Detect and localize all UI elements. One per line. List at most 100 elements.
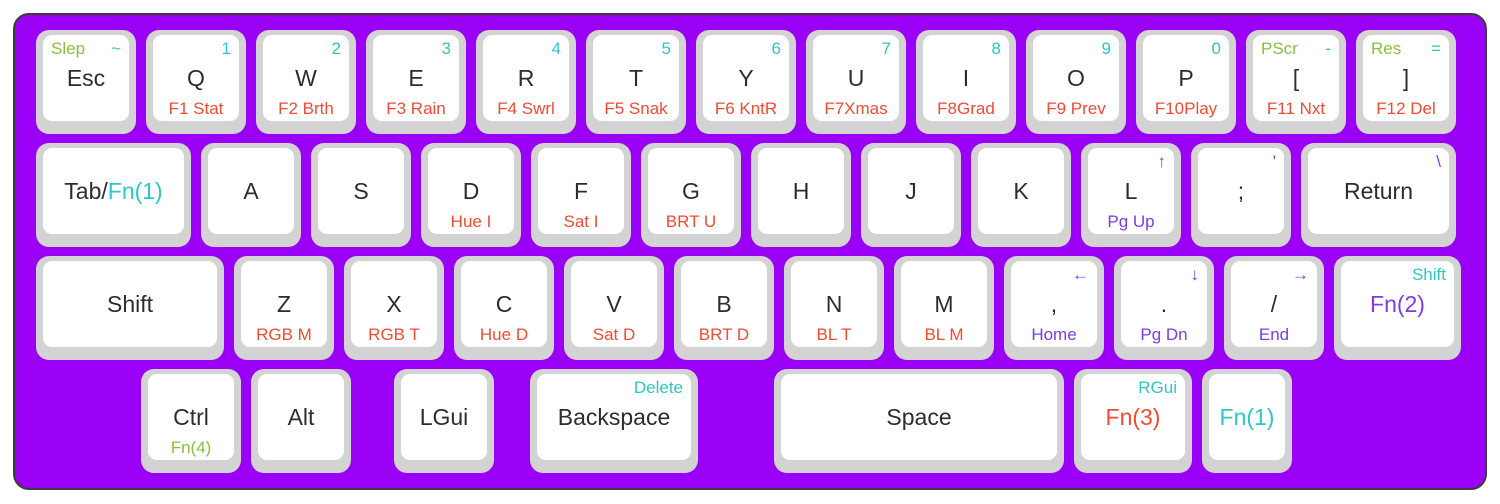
key-u-fn-legend: F7Xmas <box>824 99 888 118</box>
key-period[interactable]: ↓.Pg Dn <box>1114 256 1214 360</box>
key-m-fn-legend: BL M <box>924 325 964 344</box>
key-tab[interactable]: Tab/Fn(1) <box>36 143 191 247</box>
key-backspace-delete-legend: Delete <box>633 378 683 397</box>
key-left-bracket[interactable]: PScr-[F11 Nxt <box>1246 30 1346 134</box>
key-comma-arrow-left-icon: ← <box>1072 265 1089 284</box>
key-d-main-legend: D <box>462 178 480 204</box>
key-x[interactable]: X RGB T <box>344 256 444 360</box>
key-fn2-shift-legend: Shift <box>1411 265 1446 284</box>
key-o-main-legend: O <box>1067 65 1085 91</box>
key-l-arrow-up-icon: ↑ <box>1157 152 1167 171</box>
key-w-fn-legend: F2 Brth <box>278 99 334 118</box>
key-v-fn-legend: Sat D <box>592 325 636 344</box>
key-c-main-legend: C <box>495 291 513 317</box>
key-semicolon[interactable]: '; <box>1191 143 1291 247</box>
key-s[interactable]: S <box>311 143 411 247</box>
key-ctrl-main-legend: Ctrl <box>173 404 209 430</box>
key-t-fn-legend: F5 Snak <box>604 99 668 118</box>
key-slash[interactable]: →/End <box>1224 256 1324 360</box>
key-tab-main-legend: Tab/ <box>64 178 108 204</box>
key-esc[interactable]: Slep~Esc <box>36 30 136 134</box>
key-slash-main-legend: / <box>1270 291 1278 317</box>
key-esc-main-legend: Esc <box>66 65 106 91</box>
key-slash-nav-legend: End <box>1258 325 1290 344</box>
key-right-bracket-fn-legend: F12 Del <box>1376 99 1436 118</box>
key-period-nav-legend: Pg Dn <box>1140 325 1188 344</box>
key-m-main-legend: M <box>934 291 954 317</box>
key-d[interactable]: D Hue I <box>421 143 521 247</box>
key-j[interactable]: J <box>861 143 961 247</box>
key-n-fn-legend: BL T <box>816 325 852 344</box>
key-x-fn-legend: RGB T <box>368 325 420 344</box>
key-comma-nav-legend: Home <box>1031 325 1077 344</box>
key-y-main-legend: Y <box>738 65 754 91</box>
key-alt[interactable]: Alt <box>251 369 351 473</box>
key-i-main-legend: I <box>962 65 970 91</box>
key-l-nav-legend: Pg Up <box>1107 212 1155 231</box>
key-right-bracket[interactable]: Res=]F12 Del <box>1356 30 1456 134</box>
key-return[interactable]: \Return <box>1301 143 1456 247</box>
key-fn1[interactable]: Fn(1) <box>1202 369 1292 473</box>
key-r-main-legend: R <box>517 65 535 91</box>
key-m[interactable]: M BL M <box>894 256 994 360</box>
key-d-fn-legend: Hue I <box>450 212 492 231</box>
key-a[interactable]: A <box>201 143 301 247</box>
key-a-main-legend: A <box>243 178 259 204</box>
key-left-shift-main-legend: Shift <box>106 291 154 317</box>
key-semicolon-quote-legend: ' <box>1272 152 1276 171</box>
key-x-main-legend: X <box>386 291 402 317</box>
key-f-main-legend: F <box>573 178 589 204</box>
key-left-bracket-pscr-legend: PScr <box>1261 39 1298 58</box>
key-p-number-legend: 0 <box>1211 39 1221 58</box>
key-r-number-legend: 4 <box>551 39 561 58</box>
key-fn2-main-legend: Fn(2) <box>1370 291 1425 317</box>
key-j-main-legend: J <box>905 178 917 204</box>
key-tab-fn1-legend: Fn(1) <box>107 178 163 204</box>
key-l[interactable]: ↑ L Pg Up <box>1081 143 1181 247</box>
key-fn3-rgui-legend: RGui <box>1138 378 1177 397</box>
key-q-fn-legend: F1 Stat <box>168 99 224 118</box>
key-left-shift[interactable]: Shift <box>36 256 224 360</box>
key-fn3-main-legend: Fn(3) <box>1105 404 1161 430</box>
spacer <box>499 369 525 473</box>
key-e-main-legend: E <box>408 65 424 91</box>
key-comma[interactable]: ←, Home <box>1004 256 1104 360</box>
key-comma-main-legend: , <box>1050 291 1058 317</box>
key-k[interactable]: K <box>971 143 1071 247</box>
key-lgui[interactable]: LGui <box>394 369 494 473</box>
key-g-fn-legend: BRT U <box>665 212 717 231</box>
key-right-bracket-main-legend: ] <box>1402 65 1410 91</box>
key-return-backslash-legend: \ <box>1436 152 1441 171</box>
key-s-main-legend: S <box>353 178 369 204</box>
key-u-main-legend: U <box>847 65 865 91</box>
key-h[interactable]: H <box>751 143 851 247</box>
key-t-main-legend: T <box>628 65 644 91</box>
key-space-main-legend: Space <box>886 404 952 430</box>
key-y-fn-legend: F6 KntR <box>714 99 778 118</box>
key-space[interactable]: Space <box>774 369 1064 473</box>
key-l-main-legend: L <box>1124 178 1138 204</box>
